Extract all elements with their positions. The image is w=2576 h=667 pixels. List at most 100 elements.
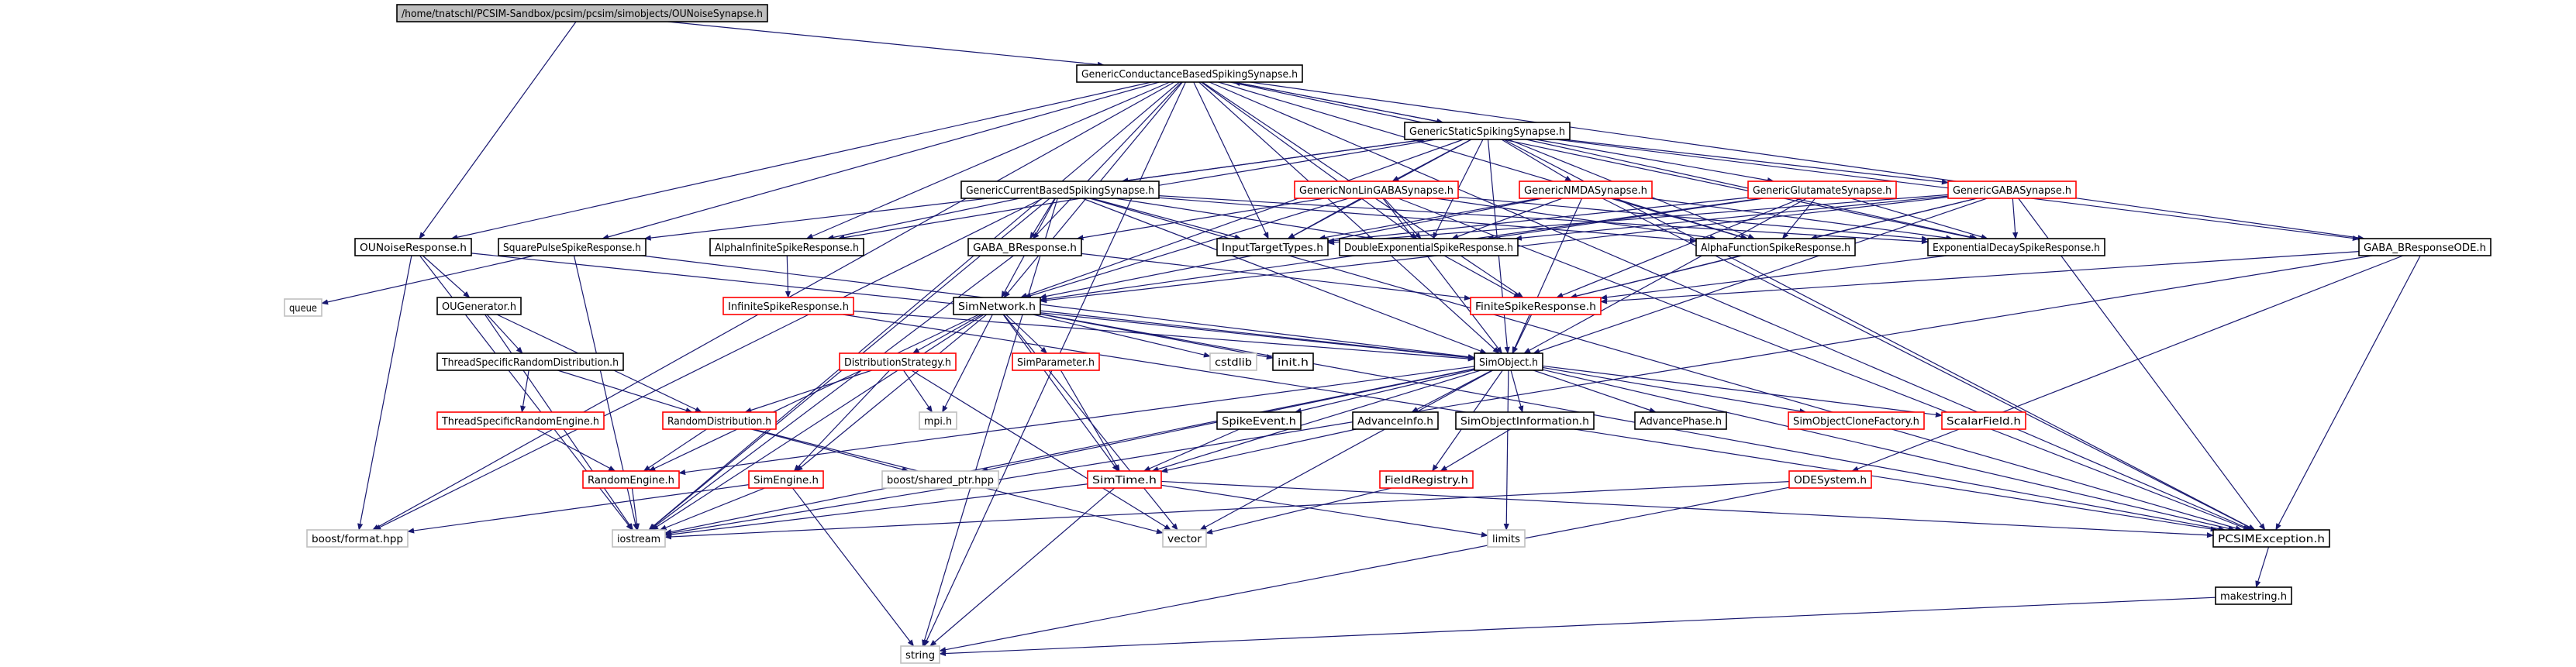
edge-simobj-to-advinfo <box>1411 370 1493 413</box>
edge-gglut-to-afsr <box>1781 198 1816 239</box>
node-queue[interactable]: queue <box>284 298 322 317</box>
node-box-socf <box>1788 411 1925 430</box>
node-tsrd[interactable]: ThreadSpecificRandomDistribution.h <box>436 352 624 371</box>
node-limits[interactable]: limits <box>1487 529 1526 548</box>
node-makestring[interactable]: makestring.h <box>2215 586 2292 605</box>
node-label-gnmda: GenericNMDASynapse.h <box>1524 184 1647 197</box>
node-mpi[interactable]: mpi.h <box>919 411 957 430</box>
node-randeng[interactable]: RandomEngine.h <box>582 470 680 489</box>
node-box-sqps <box>498 238 647 256</box>
node-box-limits <box>1487 529 1526 548</box>
edge-gabab-to-iostream <box>649 255 1014 531</box>
edge-gcbss-to-simobj <box>1198 81 1500 354</box>
node-label-mpi: mpi.h <box>924 415 952 428</box>
node-root[interactable]: /home/tnatschl/PCSIM-Sandbox/pcsim/pcsim… <box>396 4 768 22</box>
node-iostream[interactable]: iostream <box>612 529 666 548</box>
node-label-gsss: GenericStaticSpikingSynapse.h <box>1409 125 1565 138</box>
node-box-ounr <box>354 238 472 256</box>
node-label-aisr: AlphaInfiniteSpikeResponse.h <box>715 242 859 254</box>
node-desr[interactable]: DoubleExponentialSpikeResponse.h <box>1339 238 1519 256</box>
node-label-siminfo: SimObjectInformation.h <box>1460 415 1589 428</box>
node-label-advinfo: AdvanceInfo.h <box>1357 415 1433 428</box>
node-box-odesys <box>1788 470 1872 489</box>
file-nodes: /home/tnatschl/PCSIM-Sandbox/pcsim/pcsim… <box>284 4 2492 664</box>
node-box-root <box>396 4 768 22</box>
node-gababode[interactable]: GABA_BResponseODE.h <box>2358 238 2492 256</box>
node-simeng[interactable]: SimEngine.h <box>748 470 824 489</box>
node-simobj[interactable]: SimObject.h <box>1474 352 1543 371</box>
node-label-root: /home/tnatschl/PCSIM-Sandbox/pcsim/pcsim… <box>402 8 763 20</box>
edge-simnet-to-simobj <box>1040 310 1475 360</box>
node-string[interactable]: string <box>900 645 940 664</box>
node-gglut[interactable]: GenericGlutamateSynapse.h <box>1747 181 1897 199</box>
node-inith[interactable]: init.h <box>1272 352 1314 371</box>
node-box-inith <box>1272 352 1314 371</box>
node-label-cstdlib: cstdlib <box>1215 356 1252 369</box>
edge-simobj-to-limits <box>1503 370 1509 531</box>
node-advinfo[interactable]: AdvanceInfo.h <box>1352 411 1439 430</box>
edge-fsr-to-simobj <box>1512 314 1533 354</box>
node-ounr[interactable]: OUNoiseResponse.h <box>354 238 472 256</box>
node-fieldreg[interactable]: FieldRegistry.h <box>1379 470 1474 489</box>
edge-ounr-to-boostfmt <box>357 255 412 531</box>
node-simparam[interactable]: SimParameter.h <box>1012 352 1100 371</box>
node-gsss[interactable]: GenericStaticSpikingSynapse.h <box>1404 122 1571 140</box>
node-box-queue <box>284 298 322 317</box>
node-spikeevent[interactable]: SpikeEvent.h <box>1216 411 1302 430</box>
node-box-scalar <box>1941 411 2026 430</box>
edge-gglut-to-itt <box>1327 197 1749 244</box>
node-gnonlin[interactable]: GenericNonLinGABASynapse.h <box>1294 181 1459 199</box>
edge-ggaba-to-desr <box>1514 195 1949 241</box>
node-fsr[interactable]: FiniteSpikeResponse.h <box>1470 297 1602 315</box>
node-gabab[interactable]: GABA_BResponse.h <box>967 238 1082 256</box>
node-label-boostfmt: boost/format.hpp <box>312 533 403 545</box>
edge-simobj-to-advphase <box>1533 370 1657 413</box>
edge-gababode-to-pcsimexc <box>2275 255 2421 531</box>
edge-randdist-to-boostsp <box>751 428 909 473</box>
node-diststrat[interactable]: DistributionStrategy.h <box>839 352 957 371</box>
edge-aisr-to-isr <box>785 255 791 298</box>
node-vector[interactable]: vector <box>1162 529 1207 548</box>
node-ggaba[interactable]: GenericGABASynapse.h <box>1947 181 2077 199</box>
node-gcbss[interactable]: GenericConductanceBasedSpikingSynapse.h <box>1076 64 1303 83</box>
edge-gnonlin-to-desr <box>1384 198 1422 239</box>
node-label-boostsp: boost/shared_ptr.hpp <box>887 474 994 486</box>
node-box-gcbss <box>1076 64 1303 83</box>
node-label-sqps: SquarePulseSpikeResponse.h <box>503 242 641 254</box>
edge-tsre-to-randeng <box>536 428 616 472</box>
node-edsr[interactable]: ExponentialDecaySpikeResponse.h <box>1927 238 2105 256</box>
node-tsre[interactable]: ThreadSpecificRandomEngine.h <box>436 411 605 430</box>
edge-simtime-to-iostream <box>664 483 1088 538</box>
node-siminfo[interactable]: SimObjectInformation.h <box>1455 411 1595 430</box>
edge-sqps-to-iostream <box>573 255 639 531</box>
node-box-advinfo <box>1352 411 1439 430</box>
node-aisr[interactable]: AlphaInfiniteSpikeResponse.h <box>709 238 864 256</box>
node-simtime[interactable]: SimTime.h <box>1087 470 1162 489</box>
node-afsr[interactable]: AlphaFunctionSpikeResponse.h <box>1695 238 1856 256</box>
node-gnmda[interactable]: GenericNMDASynapse.h <box>1519 181 1653 199</box>
node-pcsimexc[interactable]: PCSIMException.h <box>2212 529 2330 548</box>
edge-simtime-to-string <box>929 487 1116 647</box>
node-box-simtime <box>1087 470 1162 489</box>
node-sqps[interactable]: SquarePulseSpikeResponse.h <box>498 238 647 256</box>
edge-simeng-to-boostfmt <box>407 484 750 534</box>
edge-simnet-to-simeng <box>795 314 988 472</box>
edge-simeng-to-string <box>791 487 915 647</box>
node-boostfmt[interactable]: boost/format.hpp <box>306 529 409 548</box>
node-cstdlib[interactable]: cstdlib <box>1209 352 1257 371</box>
node-advphase[interactable]: AdvancePhase.h <box>1634 411 1727 430</box>
edge-edsr-to-fsr <box>1600 255 1947 301</box>
node-gcurbss[interactable]: GenericCurrentBasedSpikingSynapse.h <box>960 181 1160 199</box>
node-simnet[interactable]: SimNetwork.h <box>953 297 1041 315</box>
node-randdist[interactable]: RandomDistribution.h <box>662 411 777 430</box>
edge-gcurbss-to-simobj <box>1081 198 1488 354</box>
node-odesys[interactable]: ODESystem.h <box>1788 470 1872 489</box>
node-socf[interactable]: SimObjectCloneFactory.h <box>1788 411 1925 430</box>
node-box-gcurbss <box>960 181 1160 199</box>
node-scalar[interactable]: ScalarField.h <box>1941 411 2026 430</box>
node-oug[interactable]: OUGenerator.h <box>436 297 522 315</box>
node-itt[interactable]: InputTargetTypes.h <box>1216 238 1329 256</box>
node-isr[interactable]: InfiniteSpikeResponse.h <box>722 297 854 315</box>
node-boostsp[interactable]: boost/shared_ptr.hpp <box>881 470 999 489</box>
